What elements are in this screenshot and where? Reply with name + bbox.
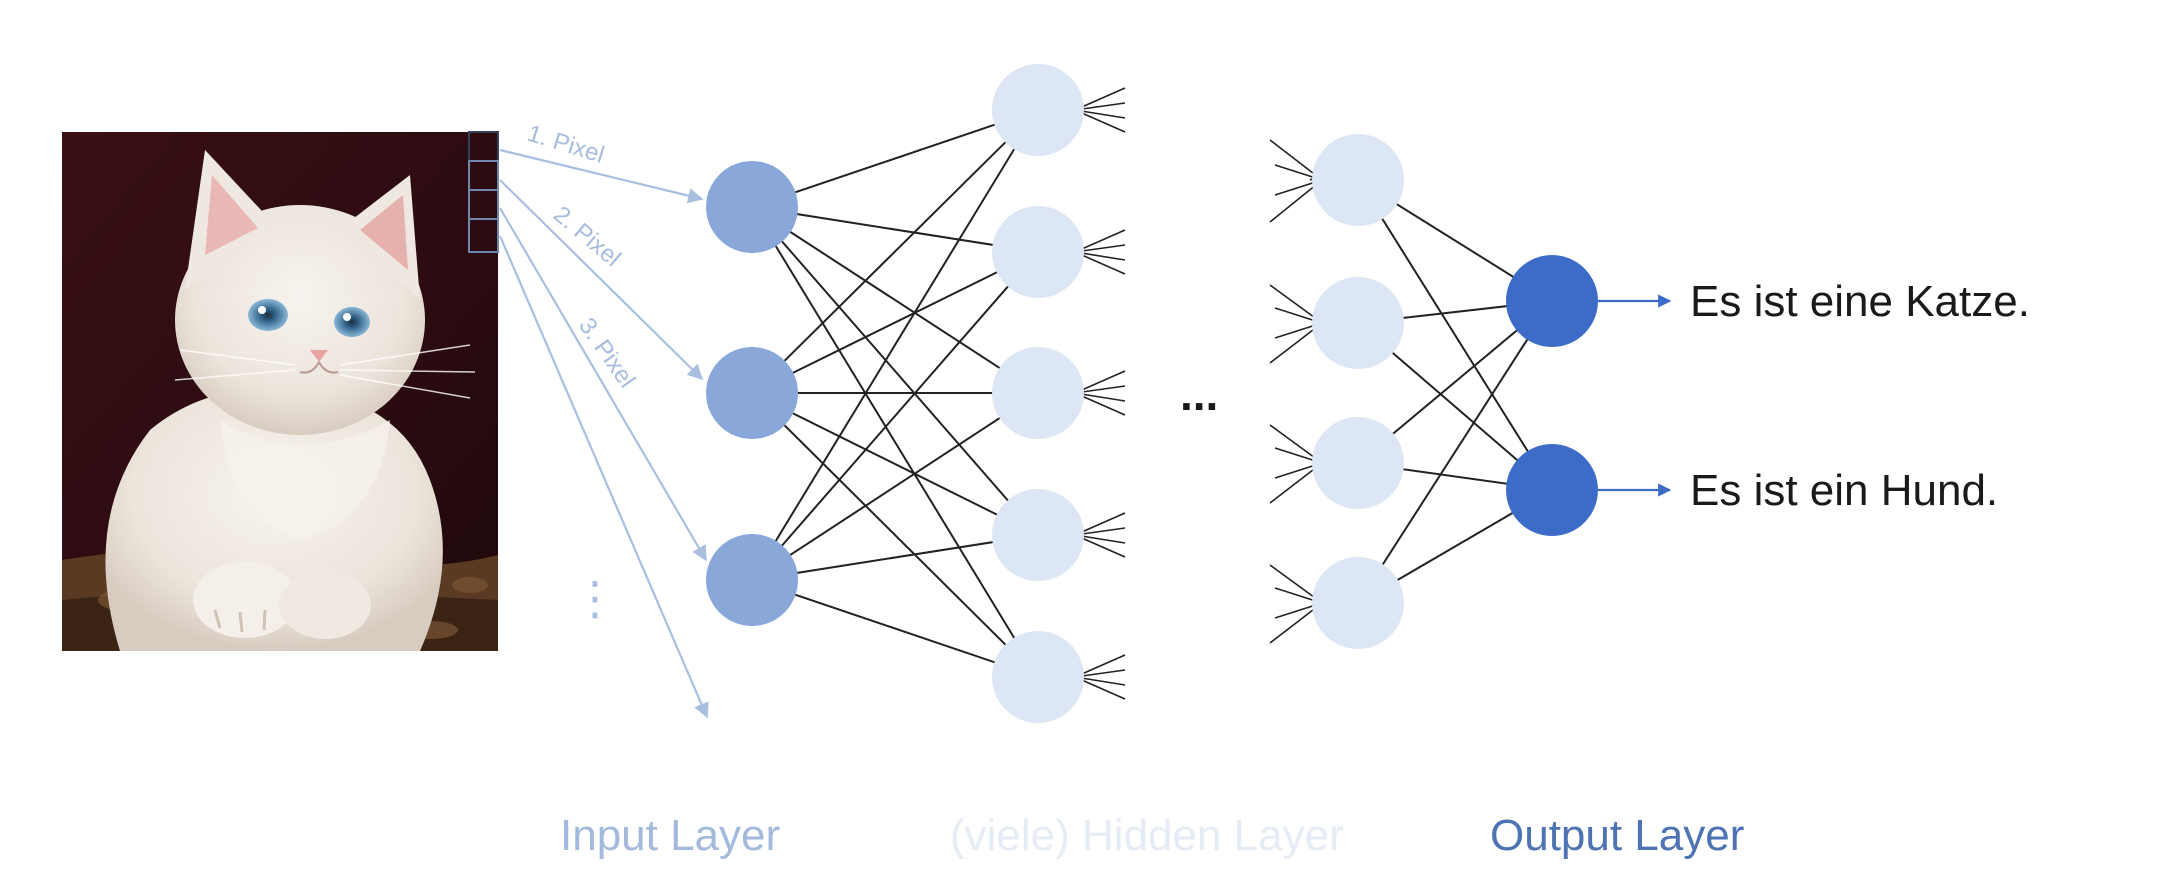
input-node-3 [706, 534, 798, 626]
pixel-label-1: 1. Pixel [524, 120, 607, 169]
hidden1-node-4 [992, 489, 1084, 581]
pixel-arrow-4 [498, 235, 709, 719]
hidden1-node-3 [992, 347, 1084, 439]
hidden1-outgoing-stubs [1074, 87, 1126, 700]
output-text-dog: Es ist ein Hund. [1690, 466, 1998, 515]
output-arrows [1598, 294, 1672, 497]
pixel-arrows [498, 148, 709, 719]
output-layer-nodes [1506, 255, 1598, 536]
hidden-output-edges [1357, 179, 1553, 604]
hiddenN-node-1 [1312, 134, 1404, 226]
input-layer-label: Input Layer [560, 811, 780, 860]
output-node-cat [1506, 255, 1598, 347]
input-hidden-edges [751, 109, 1039, 678]
pixel-arrow-1 [499, 148, 704, 204]
output-node-dog [1506, 444, 1598, 536]
hidden-layer-n-nodes [1312, 134, 1404, 649]
hidden1-node-1 [992, 64, 1084, 156]
pixel-arrow-2 [499, 179, 704, 381]
hidden-layer-1-nodes [992, 64, 1084, 723]
input-node-2 [706, 347, 798, 439]
pixel-ellipsis: ⋮ [572, 572, 618, 624]
hiddenN-node-4 [1312, 557, 1404, 649]
output-layer-label: Output Layer [1490, 811, 1744, 860]
pixel-cells-icon [468, 131, 499, 253]
hidden1-node-5 [992, 631, 1084, 723]
hiddenN-node-3 [1312, 417, 1404, 509]
pixel-arrow-3 [499, 207, 707, 562]
pixel-label-3: 3. Pixel [573, 313, 640, 393]
hidden-ellipsis: ... [1180, 368, 1218, 420]
pixel-label-2: 2. Pixel [548, 201, 626, 272]
input-layer-nodes [706, 161, 798, 626]
output-text-cat: Es ist eine Katze. [1690, 277, 2030, 326]
hiddenN-node-2 [1312, 277, 1404, 369]
kitten-photo [62, 132, 498, 651]
input-node-1 [706, 161, 798, 253]
hidden1-node-2 [992, 206, 1084, 298]
hidden-layer-label: (viele) Hidden Layer [950, 811, 1344, 860]
